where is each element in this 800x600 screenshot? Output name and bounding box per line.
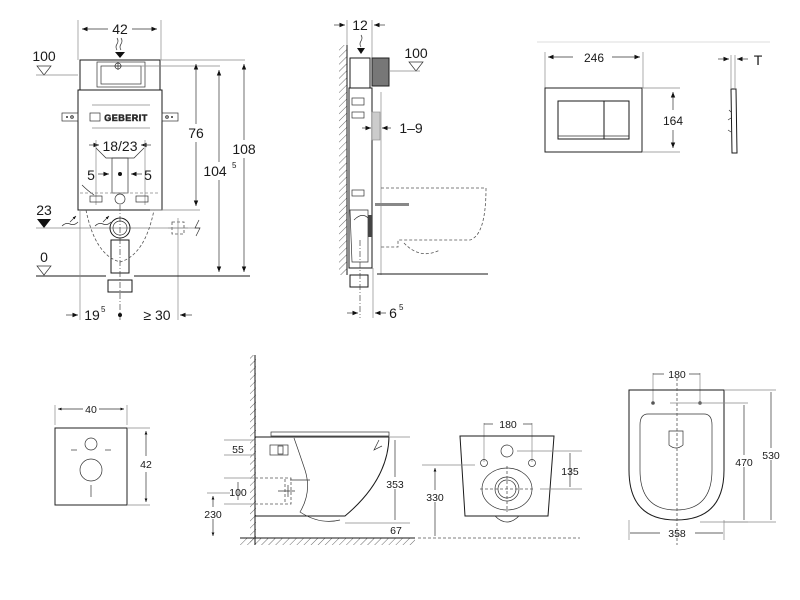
dim-height-104: 104	[203, 163, 227, 179]
water-inlet-icon	[115, 37, 119, 51]
level-23-label: 23	[36, 202, 52, 218]
dim-side-bottom: 6	[389, 305, 397, 321]
dim-135: 135	[561, 466, 579, 478]
toilet-back-view: 180 135 330	[418, 419, 582, 539]
frame-side-view: 12 100 1–9	[334, 17, 488, 321]
dim-top-hole-spacing: 180	[668, 369, 686, 381]
dim-bottom-left-sup: 5	[101, 305, 106, 314]
side-level-100-label: 100	[404, 45, 428, 61]
flush-plate	[544, 87, 643, 153]
dim-frame-width: 42	[112, 21, 128, 37]
dim-353: 353	[386, 479, 404, 491]
dim-top-width: 358	[668, 528, 686, 540]
sound-pad-view: 40 42	[54, 404, 152, 506]
dim-pad-height: 42	[140, 459, 152, 471]
dim-side-bottom-sup: 5	[399, 303, 404, 312]
dim-pad-width: 40	[85, 404, 97, 416]
dim-back-hole-spacing: 180	[499, 419, 517, 431]
flush-plate-view: 246 164 T	[537, 41, 770, 154]
dim-plate-width: 246	[584, 51, 604, 65]
electric-icon	[194, 219, 201, 237]
dim-height-104-sup: 5	[232, 161, 237, 170]
toilet-top-view: 180 470 530 358	[628, 369, 784, 545]
dim-100: 100	[229, 487, 247, 499]
dim-plate-height: 164	[663, 114, 683, 128]
dim-offset-left: 5	[87, 167, 95, 183]
dim-height-76: 76	[188, 125, 204, 141]
dim-530: 530	[762, 450, 780, 462]
dim-height-108: 108	[232, 141, 256, 157]
brand-logo: GEBERIT	[104, 113, 148, 123]
frame-front-view: 42 100 GEBERIT 18/23	[32, 20, 260, 323]
dim-frame-depth: 12	[352, 17, 368, 33]
dim-offset-right: 5	[144, 167, 152, 183]
dim-55: 55	[232, 444, 244, 456]
dim-230: 230	[204, 509, 222, 521]
level-marker-icon	[36, 65, 52, 76]
dim-bottom-left: 19	[84, 307, 100, 323]
level-0-label: 0	[40, 249, 48, 265]
dim-inner-width: 18/23	[102, 138, 137, 154]
dim-bottom-right: ≥ 30	[143, 307, 170, 323]
dim-plate-thickness: T	[754, 52, 763, 68]
dim-470: 470	[735, 457, 753, 469]
dim-67: 67	[390, 525, 402, 537]
dim-adjust: 1–9	[399, 120, 423, 136]
level-100-label: 100	[32, 48, 56, 64]
dim-330: 330	[426, 492, 444, 504]
level-marker-filled-icon	[37, 219, 51, 228]
toilet-side-view: 55 100 230 353 67	[200, 355, 415, 545]
